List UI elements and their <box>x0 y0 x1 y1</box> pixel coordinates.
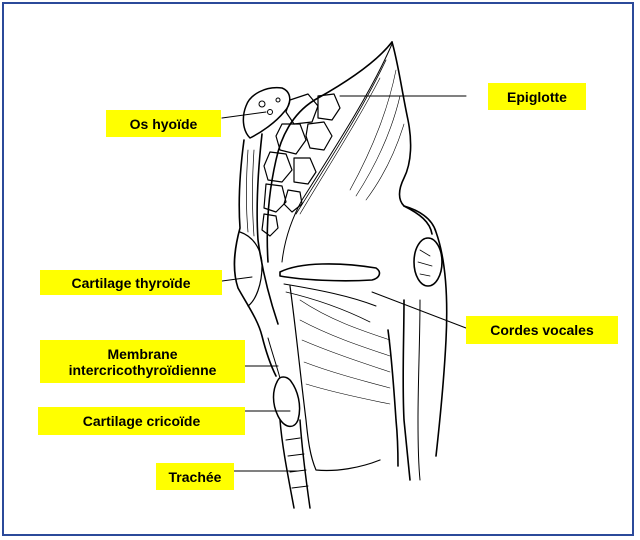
subglottic-lumen-shape <box>290 286 390 471</box>
label-os-hyoide: Os hyoïde <box>106 110 221 137</box>
fat-lobules <box>262 94 340 236</box>
label-trachee: Trachée <box>156 463 234 490</box>
pointer-cordes-vocales <box>372 292 466 328</box>
label-epiglotte: Epiglotte <box>488 83 586 110</box>
posterior-wall-shape <box>388 206 447 480</box>
vocal-cords-shape <box>280 264 379 322</box>
label-membrane-line2: intercricothyroïdienne <box>69 362 217 378</box>
trachea-shape <box>280 420 310 508</box>
cricoid-cartilage-shape <box>268 338 300 426</box>
label-cartilage-thyroide: Cartilage thyroïde <box>40 270 222 295</box>
label-membrane-line1: Membrane <box>107 346 177 362</box>
label-cartilage-cricoide: Cartilage cricoïde <box>38 407 245 435</box>
label-membrane-intercricothyroidienne: Membrane intercricothyroïdienne <box>40 340 245 383</box>
epiglottis-shape <box>267 42 432 262</box>
label-cordes-vocales: Cordes vocales <box>466 316 618 344</box>
pointer-lines <box>222 96 466 471</box>
pointer-cartilage-thyroide <box>222 277 252 281</box>
hyoid-bone-shape <box>243 88 289 138</box>
